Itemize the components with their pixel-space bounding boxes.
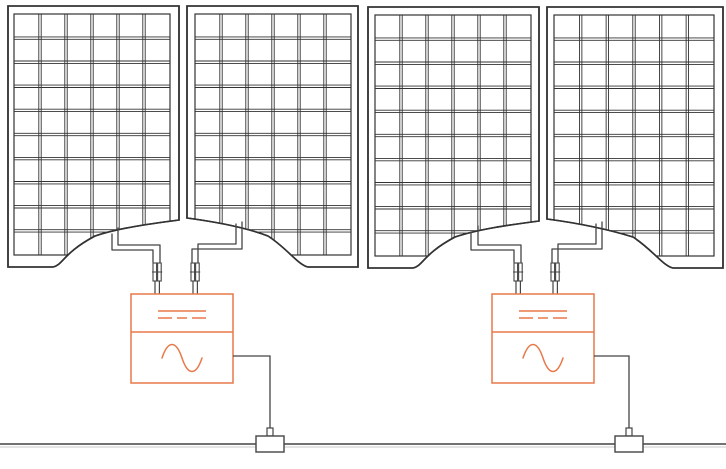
dc-symbol-icon: [158, 310, 206, 319]
panel-3: [367, 6, 540, 269]
inverter-housing: [130, 293, 234, 384]
panel-cell-grid: [553, 14, 715, 257]
junction-box-2: [614, 427, 644, 453]
panel-leads: [111, 221, 603, 294]
panel-frame-outline: [546, 6, 724, 269]
panel-frame-outline: [367, 6, 540, 269]
microinverter-2: [491, 293, 595, 384]
panel-cell-grid: [13, 13, 171, 256]
solar-panels: [7, 5, 724, 269]
panel-lead-wire: [191, 221, 243, 263]
junction-box-1: [255, 427, 285, 453]
panel-lead-wire: [551, 221, 603, 263]
sine-wave-icon: [522, 343, 564, 373]
microinverter-1: [130, 293, 234, 384]
panel-4: [546, 6, 724, 269]
panel-cell-grid: [374, 14, 532, 257]
mc4-connector: [190, 262, 201, 282]
panel-lead-wire: [470, 231, 515, 263]
panel-frame-outline: [186, 5, 359, 268]
junction-box-plug: [266, 427, 274, 437]
panel-cell-grid: [194, 13, 352, 256]
microinverters: [130, 293, 595, 384]
panel-2: [186, 5, 359, 268]
mc4-connector: [513, 262, 524, 282]
ac-drop-cable-2: [594, 355, 630, 428]
junction-box-body: [255, 435, 285, 453]
ac-trunk-cable: [0, 355, 726, 453]
panel-frame: [186, 5, 359, 268]
lead-set-4: [550, 221, 603, 294]
junction-box-plug: [625, 427, 633, 437]
panel-lead-wire: [477, 225, 522, 263]
panel-lead-wire: [111, 233, 154, 263]
ac-drop-wire: [233, 355, 271, 428]
panel-lead-wire: [557, 223, 597, 263]
lead-set-1: [111, 227, 163, 294]
lead-set-3: [470, 225, 524, 294]
dc-symbol-icon: [519, 310, 567, 319]
mc4-connector: [550, 262, 561, 282]
sine-wave-icon: [161, 343, 203, 373]
lead-set-2: [190, 221, 243, 294]
mc4-connector: [152, 262, 163, 282]
panel-frame: [367, 6, 540, 269]
ac-drop-cable-1: [233, 355, 271, 428]
inverter-housing: [491, 293, 595, 384]
panel-1: [7, 5, 180, 268]
junction-box-body: [614, 435, 644, 453]
panel-lead-wire: [117, 227, 161, 263]
ac-drop-wire: [594, 355, 630, 428]
panel-frame-outline: [7, 5, 180, 268]
panel-lead-wire: [197, 223, 237, 263]
